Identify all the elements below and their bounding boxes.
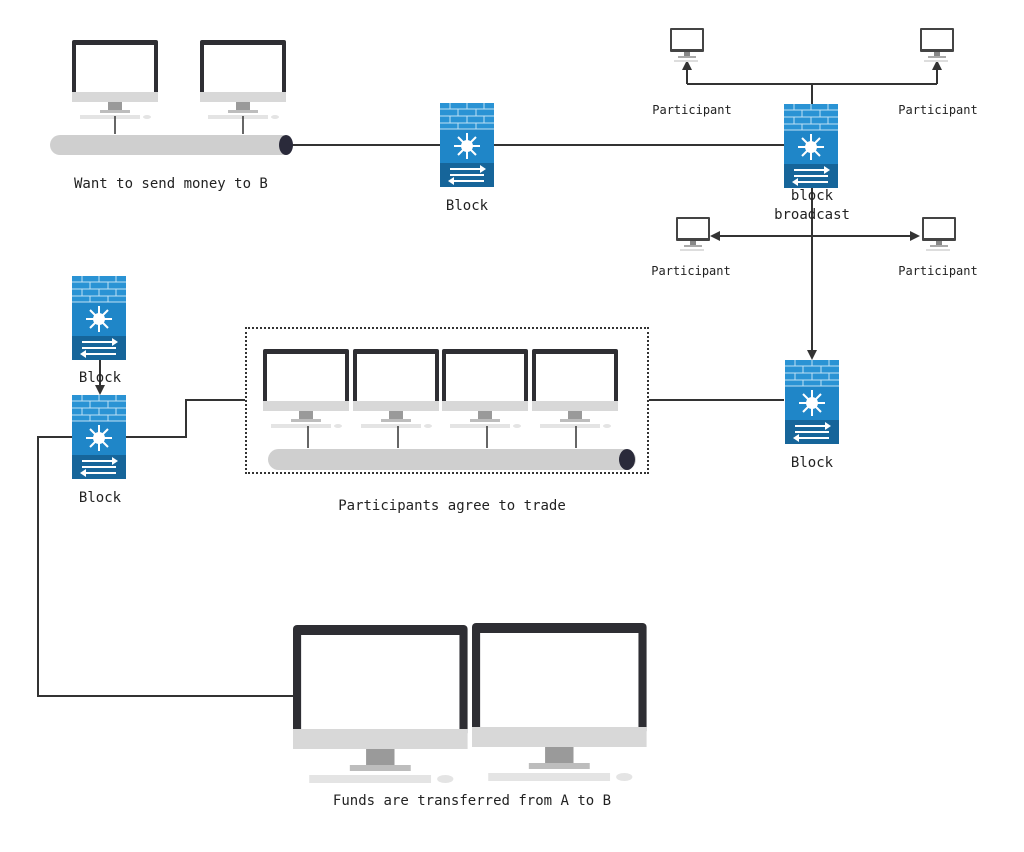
block-label: Block xyxy=(78,490,122,506)
funds-caption: Funds are transferred from A to B xyxy=(332,793,612,809)
desktop-computer-icon xyxy=(293,625,468,783)
desktop-computer-icon xyxy=(442,349,528,428)
participant-label: Participant xyxy=(652,103,732,117)
desktop-computer-icon xyxy=(472,623,647,781)
participant-computer-icon xyxy=(670,28,704,62)
broadcast-label-line1: block xyxy=(790,188,834,204)
participant-computer-icon xyxy=(676,217,710,251)
participant-label: Participant xyxy=(898,103,978,117)
network-bus-icon xyxy=(50,135,293,155)
block-label: Block xyxy=(78,370,122,386)
network-bus-icon xyxy=(268,449,636,470)
firewall-switch-icon xyxy=(783,103,839,189)
firewall-switch-icon xyxy=(71,275,127,361)
sender-caption: Want to send money to B xyxy=(74,176,268,192)
firewall-switch-icon xyxy=(71,394,127,480)
desktop-computer-icon xyxy=(532,349,618,428)
participant-label: Participant xyxy=(651,264,731,278)
participant-computer-icon xyxy=(920,28,954,62)
firewall-switch-icon xyxy=(784,359,840,445)
broadcast-label-line2: broadcast xyxy=(774,207,850,223)
block-label: Block xyxy=(790,455,834,471)
agree-caption: Participants agree to trade xyxy=(338,498,566,514)
desktop-computer-icon xyxy=(72,40,158,119)
desktop-computer-icon xyxy=(353,349,439,428)
line-group-to-block-left xyxy=(126,399,245,438)
consensus-group-box xyxy=(245,327,649,474)
participant-label: Participant xyxy=(898,264,978,278)
firewall-switch-icon xyxy=(439,102,495,188)
participant-computer-icon xyxy=(922,217,956,251)
desktop-computer-icon xyxy=(200,40,286,119)
desktop-computer-icon xyxy=(263,349,349,428)
line-block-to-funds xyxy=(37,436,293,697)
block-label: Block xyxy=(445,198,489,214)
